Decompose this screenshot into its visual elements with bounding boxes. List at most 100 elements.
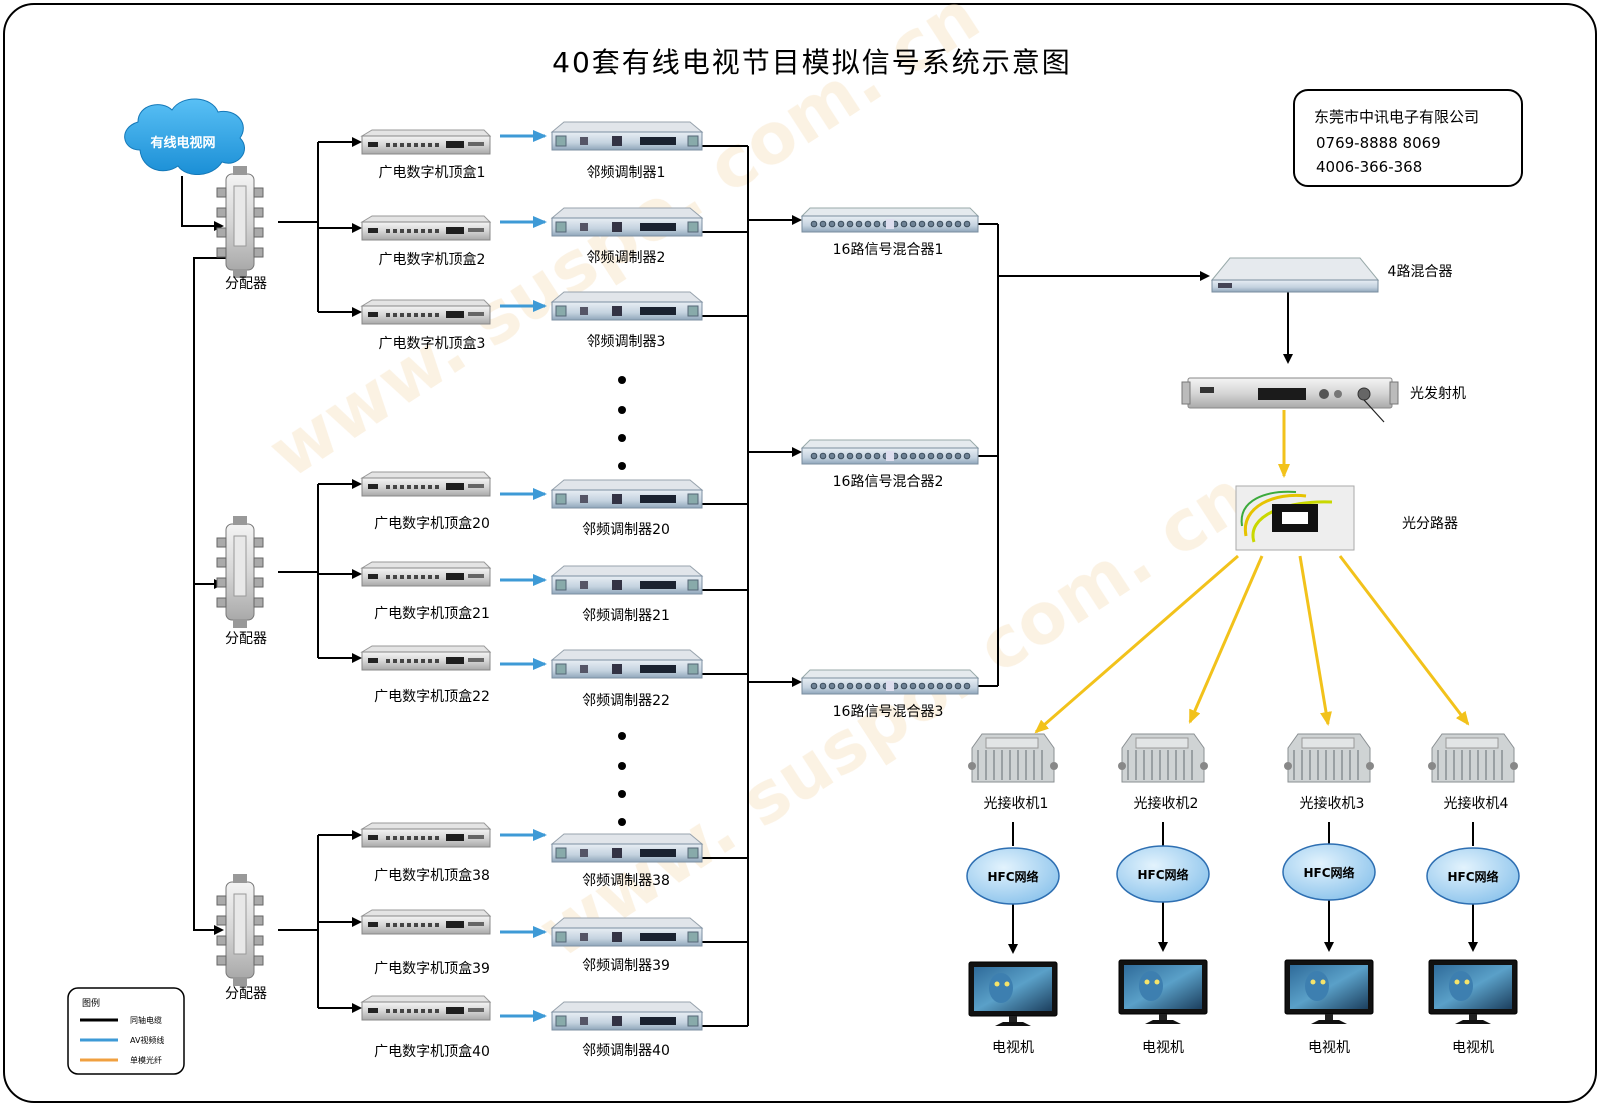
splitter-port	[216, 537, 227, 548]
tv-label: 电视机	[1142, 1040, 1184, 1056]
hfc-label: HFC网络	[987, 869, 1038, 884]
stb-button	[414, 313, 418, 317]
stb-button	[393, 1009, 397, 1013]
combiner-port	[846, 220, 854, 228]
splitter-port	[253, 895, 264, 906]
stb-top	[360, 129, 492, 137]
stb-button	[393, 313, 397, 317]
stb-button	[428, 143, 432, 147]
stb-slot	[468, 142, 484, 146]
devices: 分配器分配器分配器广电数字机顶盒1广电数字机顶盒2广电数字机顶盒3广电数字机顶盒…	[216, 121, 1520, 1060]
splitter-port	[216, 187, 227, 198]
stb-button	[435, 313, 439, 317]
stb-button	[414, 836, 418, 840]
stb-display	[446, 834, 464, 841]
legend-label-fiber: 单模光纤	[130, 1055, 162, 1065]
stb-display	[446, 141, 464, 148]
modulator-label: 邻频调制器20	[582, 522, 670, 538]
combiner-port	[819, 220, 827, 228]
ellipsis-dot	[618, 462, 626, 470]
hfc-label: HFC网络	[1303, 865, 1354, 880]
ellipsis-dot	[618, 376, 626, 384]
receiver-port	[1118, 762, 1126, 770]
optical-splitter	[1235, 485, 1355, 551]
company-hotline: 4006-366-368	[1316, 158, 1422, 176]
television	[1428, 959, 1518, 1024]
combiner-port	[864, 682, 872, 690]
splitter-port	[253, 955, 264, 966]
fiber-line	[1298, 555, 1332, 726]
stb-button	[407, 485, 411, 489]
stb-front	[361, 567, 491, 587]
splitter-panel	[233, 535, 247, 597]
combiner-port	[837, 682, 845, 690]
stb-top	[360, 995, 492, 1003]
tv-eye	[1310, 979, 1316, 985]
modulator-knob	[612, 848, 622, 858]
transmitter-fiber	[1363, 399, 1385, 423]
modulator-knob	[580, 137, 588, 145]
optical-receiver	[1118, 733, 1208, 783]
stb-button	[400, 485, 404, 489]
hfc-ellipse	[1426, 847, 1520, 905]
combiner-port	[846, 452, 854, 460]
modulator	[550, 1001, 704, 1031]
stb-button	[400, 143, 404, 147]
modulator	[550, 207, 704, 237]
stb-button	[400, 659, 404, 663]
stb-front	[361, 221, 491, 241]
stb-button	[414, 1009, 418, 1013]
modulator-ear	[687, 847, 699, 859]
stb-button	[400, 313, 404, 317]
stb-logo	[368, 484, 378, 489]
modulator-display	[640, 1017, 676, 1025]
splitter-port	[216, 915, 227, 926]
modulator-display	[640, 665, 676, 673]
splitter-port	[253, 577, 264, 588]
modulator-display	[640, 849, 676, 857]
modulator-top	[550, 649, 704, 661]
stb-button	[393, 485, 397, 489]
modulator-top	[550, 833, 704, 845]
optical-receiver	[1284, 733, 1374, 783]
combiner-port	[819, 682, 827, 690]
combiner-port	[837, 220, 845, 228]
stb-display	[446, 657, 464, 664]
tv-face	[1305, 971, 1329, 1001]
stb-button	[386, 229, 390, 233]
modulator-knob	[580, 495, 588, 503]
stb-button	[393, 923, 397, 927]
stb-button	[407, 836, 411, 840]
combiner-port	[927, 452, 935, 460]
coax-line	[181, 176, 224, 231]
combiner-port	[864, 220, 872, 228]
cloud-label: 有线电视网	[150, 135, 215, 151]
tv-eye	[994, 981, 1000, 987]
combiner-port	[936, 452, 944, 460]
stb-display	[446, 483, 464, 490]
stb-button	[421, 313, 425, 317]
modulator	[550, 121, 704, 151]
modulator-top	[550, 565, 704, 577]
combiner-top	[800, 207, 980, 217]
modulator-top	[550, 291, 704, 303]
combiner-port	[963, 452, 971, 460]
modulator-top	[550, 479, 704, 491]
splitter-port	[216, 247, 227, 258]
stb-button	[386, 923, 390, 927]
hfc-ellipse	[966, 847, 1060, 905]
modulator-ear	[687, 135, 699, 147]
modulator-ear	[687, 579, 699, 591]
modulator-label: 邻频调制器38	[582, 873, 670, 889]
set-top-box	[360, 561, 492, 587]
legend-label-av: AV视频线	[130, 1035, 164, 1045]
modulator-label: 邻频调制器2	[587, 250, 666, 266]
modulator-knob	[580, 933, 588, 941]
stb-button	[428, 485, 432, 489]
splitter-port	[253, 537, 264, 548]
combiner-port	[936, 682, 944, 690]
stb-logo	[368, 574, 378, 579]
combiner4-front	[1211, 279, 1379, 293]
modulator-display	[640, 581, 676, 589]
stb-button	[386, 485, 390, 489]
